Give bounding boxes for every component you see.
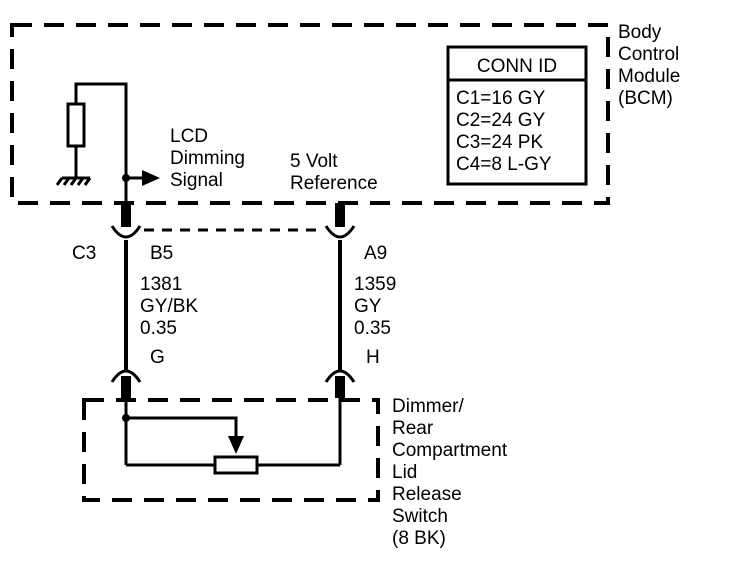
connector-h [324,369,356,383]
five-volt-reference-label: 5 Volt Reference [290,151,378,194]
conn-id-row-1: C1=16 GY [456,88,546,109]
lcd-signal-label: LCD Dimming Signal [170,126,245,191]
potentiometer-resistor [213,455,259,475]
pin-g-label: G [150,347,165,368]
terminal-b5-stub [121,203,131,227]
conn-id-row-3: C3=24 PK [456,132,543,153]
pin-b5-label: B5 [150,243,173,264]
wire-1359-label: 1359 GY 0.35 [354,274,396,339]
conn-id-title: CONN ID [477,56,557,77]
wire-1381-gauge: 0.35 [140,318,177,339]
lcd-signal-line-3: Signal [170,170,223,191]
wire-1381-label: 1381 GY/BK 0.35 [140,274,198,339]
terminal-a9-stub [335,203,345,227]
wire-1381-circuit: 1381 [140,274,182,295]
bcm-label-line-3: Module [618,66,680,87]
terminal-h-stub [335,376,345,398]
lcd-signal-line-1: LCD [170,126,208,147]
conn-id-row-4: C4=8 L-GY [456,154,552,175]
internal-pullup-circuit [55,82,128,206]
switch-label-line-4: Lid [392,462,417,483]
conn-id-row-2: C2=24 GY [456,110,546,131]
connector-a9 [324,225,356,239]
terminal-g-stub [121,376,131,398]
switch-label-line-7: (8 BK) [392,528,446,549]
connector-b5 [110,225,142,239]
wire-1359-gauge: 0.35 [354,318,391,339]
switch-label-line-2: Rear [392,418,434,439]
wire-1359-circuit: 1359 [354,274,396,295]
switch-label-line-3: Compartment [392,440,508,461]
switch-label-line-6: Switch [392,506,448,527]
bcm-boundary [10,23,610,205]
switch-label: Dimmer/ Rear Compartment Lid Release Swi… [392,396,508,549]
connector-c3-label: C3 [72,243,96,264]
bcm-label-line-4: (BCM) [618,88,673,109]
bcm-label: Body Control Module (BCM) [618,22,680,109]
switch-label-line-1: Dimmer/ [392,396,464,417]
reference-line-1: 5 Volt [290,151,338,172]
wiper-arrow [228,436,244,454]
switch-boundary [82,398,380,502]
resistor-symbol [66,102,86,148]
pin-h-label: H [366,347,380,368]
wire-1359-color: GY [354,296,382,317]
lcd-signal-arrow [122,170,160,186]
wiper-junction [122,414,130,422]
reference-line-2: Reference [290,173,378,194]
switch-label-line-5: Release [392,484,462,505]
lcd-signal-line-2: Dimming [170,148,245,169]
bcm-label-line-2: Control [618,44,679,65]
bcm-label-line-1: Body [618,22,662,43]
pin-a9-label: A9 [364,243,387,264]
connector-g [110,369,142,383]
conn-id-table: CONN ID C1=16 GY C2=24 GY C3=24 PK C4=8 … [446,45,588,186]
potentiometer [124,398,342,475]
wire-1381-color: GY/BK [140,296,198,317]
